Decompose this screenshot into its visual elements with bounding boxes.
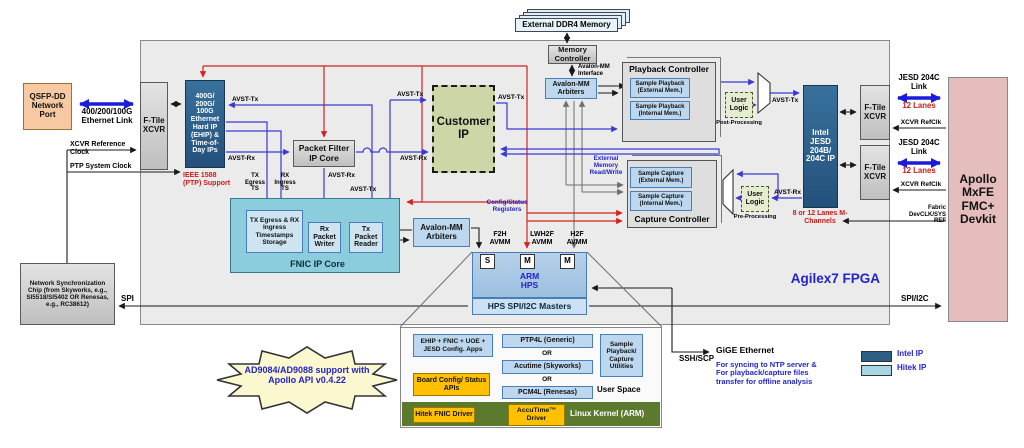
spi-i2c-label: SPI/I2C <box>901 294 929 303</box>
ftile-xcvr-right-top: F-Tile XCVR <box>860 85 890 140</box>
avst-tx-label: AVST-Tx <box>397 91 424 98</box>
lanes12-label: 12 Lanes <box>902 101 936 110</box>
hps-port-m1: M <box>520 254 535 269</box>
network-sync-chip: Network Synchronization Chip (from Skywo… <box>20 263 115 325</box>
playback-mux-2 <box>757 71 771 115</box>
red-config-lines <box>199 65 623 249</box>
ftile-xcvr-left: F-Tile XCVR <box>140 82 168 170</box>
ts-storage-box: TX Egress & RX Ingress Timestamps Storag… <box>246 210 303 253</box>
ptp-clock-label: PTP System Clock <box>70 163 132 170</box>
linux-kernel-label: Linux Kernel (ARM) <box>570 409 645 418</box>
capture-title: Capture Controller <box>634 214 710 224</box>
fnic-driver-box: Hitek FNIC Driver <box>413 407 475 423</box>
config-apps-box: EHIP + FNIC + UOE + JESD Config. Apps <box>413 334 493 357</box>
post-processing-label: Post-Processing <box>716 120 762 126</box>
user-logic-pre: User Logic <box>741 186 769 212</box>
thick-link-arrows <box>79 93 941 168</box>
user-logic-post: User Logic <box>725 92 753 118</box>
arm-hps-label: ARM HPS <box>519 271 540 291</box>
legend-intel-swatch <box>861 351 892 362</box>
avmm-interface-label: Avalon-MM Interface <box>578 64 610 77</box>
rx-packet-writer: Rx Packet Writer <box>308 222 341 253</box>
or-label: OR <box>542 350 552 357</box>
avalon-arbiters-lower: Avalon-MM Arbiters <box>413 218 470 247</box>
utilities-box: Sample Playback/ Capture Utilities <box>600 334 643 377</box>
or-label: OR <box>542 376 552 383</box>
f2h-avmm-label: F2H AVMM <box>489 231 511 246</box>
hps-port-m2: M <box>560 254 575 269</box>
callout-text: AD9084/AD9088 support with Apollo API v0… <box>244 365 370 385</box>
h2f-avmm-label: H2F AVMM <box>566 231 588 246</box>
capture-mux <box>722 168 734 216</box>
jesd-link-label: JESD 204C Link <box>898 73 940 91</box>
fnic-title: FNIC IP Core <box>290 259 345 269</box>
tx-egress-ts-label: TX Egress TS <box>244 173 265 193</box>
ieee1588-label: IEEE 1588 (PTP) Support <box>183 172 231 187</box>
rx-ingress-ts-label: RX Ingress TS <box>274 173 296 193</box>
gige-note: For syncing to NTP server & For playback… <box>716 360 817 386</box>
lanes12-label: 12 Lanes <box>902 166 936 175</box>
sample-capture-ext: Sample Capture (External Mem.) <box>630 167 692 188</box>
callout-starburst <box>216 346 398 414</box>
ehip-block: 400G/ 200G/ 100G Ethernet Hard IP (EHIP)… <box>185 80 225 168</box>
fabric-clk-label: Fabric DevCLK/SYS REF <box>908 205 946 225</box>
avalon-arbiters-upper: Avalon-MM Arbiters <box>545 78 597 99</box>
avst-tx-label: AVST-Tx <box>498 94 525 101</box>
jesd-link-label: JESD 204C Link <box>898 138 940 156</box>
jesd-lanes-label: 8 or 12 Lanes M-Channels <box>792 210 848 225</box>
avst-rx-label: AVST-Rx <box>328 172 355 179</box>
memory-controller: Memory Controller <box>548 45 597 64</box>
ssh-scp-label: SSH/SCP <box>679 354 715 363</box>
legend-hitek-label: Hitek IP <box>897 363 927 372</box>
legend-intel-label: Intel IP <box>897 349 924 358</box>
pre-processing-label: Pre-Processing <box>733 214 777 220</box>
lwh2f-avmm-label: LWH2F AVMM <box>530 231 554 246</box>
fpga-label: Agilex7 FPGA <box>790 271 880 286</box>
avst-rx-label: AVST-Rx <box>228 155 255 162</box>
board-api-box: Board Config/ Status APIs <box>413 373 490 396</box>
avst-rx-label: AVST-Rx <box>400 155 427 162</box>
hps-port-s: S <box>480 254 495 269</box>
avst-tx-label: AVST-Tx <box>350 186 377 193</box>
gray-lines <box>399 100 663 328</box>
sample-playback-int: Sample Playback (Internal Mem.) <box>630 101 690 120</box>
acutime-box: Acutime (Skyworks) <box>502 360 593 374</box>
hps-spi-i2c-masters: HPS SPI/I2C Masters <box>472 298 587 315</box>
xcvr-ref-clock-label: XCVR Reference Clock <box>70 141 126 156</box>
ftile-xcvr-right-bottom: F-Tile XCVR <box>860 145 890 200</box>
xcvr-refclk-label: XCVR RefClk <box>900 181 942 188</box>
avst-tx-label: AVST-Tx <box>232 96 259 103</box>
playback-title: Playback Controller <box>629 64 709 74</box>
ethernet-link-label: 400/200/100G Ethernet Link <box>81 107 133 125</box>
customer-ip: Customer IP <box>432 85 495 173</box>
apollo-devkit: Apollo MxFE FMC+ Devkit <box>948 77 1008 322</box>
sample-playback-ext: Sample Playback (External Mem.) <box>630 78 690 98</box>
avst-tx-label: AVST-Tx <box>772 97 799 104</box>
user-space-label: User Space <box>597 385 641 394</box>
spi-label: SPI <box>121 294 134 303</box>
external-ddr4: External DDR4 Memory <box>515 18 618 32</box>
ptp4l-box: PTP4L (Generic) <box>502 334 593 348</box>
config-status-label: Config/Status Registers <box>486 199 528 213</box>
ext-mem-rw-label: External Memory Read/Write <box>589 155 623 176</box>
avst-rx-label: AVST-Rx <box>774 189 801 196</box>
intel-jesd-ip: Intel JESD 204B/ 204C IP <box>803 85 838 208</box>
sample-capture-int: Sample Capture (Internal Mem.) <box>630 191 692 211</box>
legend-hitek-swatch <box>861 365 892 376</box>
accutime-driver-box: AccuTime™ Driver <box>508 404 565 426</box>
tx-packet-reader: Tx Packet Reader <box>349 222 383 253</box>
pcm4l-box: PCM4L (Renesas) <box>502 386 593 399</box>
qsfp-port: QSFP-DD Network Port <box>23 83 72 130</box>
gige-label: GiGE Ethernet <box>716 345 775 355</box>
xcvr-refclk-label: XCVR RefClk <box>900 119 942 126</box>
packet-filter-ip: Packet Filter IP Core <box>293 140 355 167</box>
